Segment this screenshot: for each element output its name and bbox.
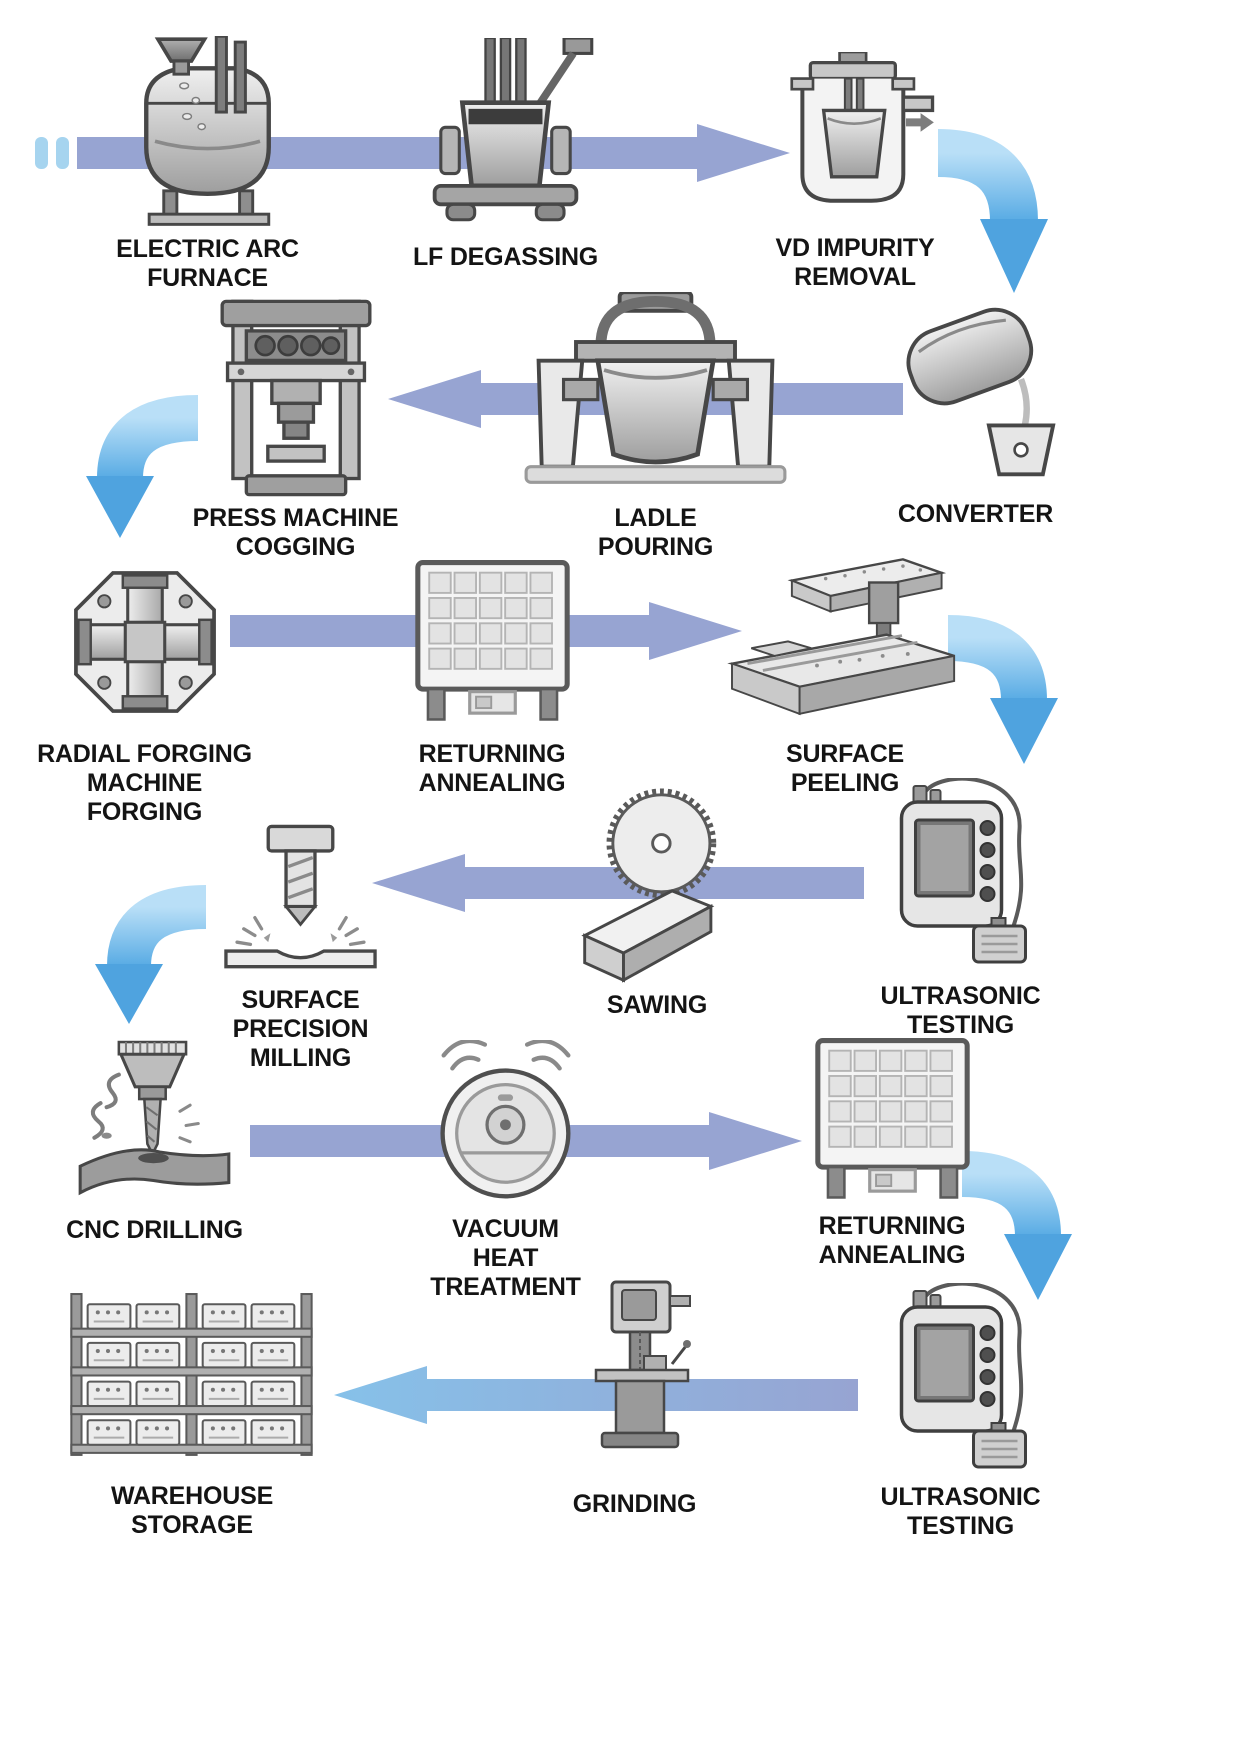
stage-grinding: GRINDING bbox=[532, 1280, 737, 1519]
stage-vd-impurity-removal: VD IMPURITY REMOVAL bbox=[755, 52, 955, 292]
stage-label: ULTRASONIC TESTING bbox=[880, 1483, 1041, 1540]
stage-lf-degassing: LF DEGASSING bbox=[398, 38, 613, 272]
flow-arrow-2-down bbox=[938, 129, 1048, 293]
stage-label: LADLE POURING bbox=[597, 504, 714, 561]
stage-electric-arc-furnace: ELECTRIC ARC FURNACE bbox=[100, 36, 315, 293]
flow-arrow-10-down bbox=[962, 1151, 1072, 1300]
ultrasonic-testing-icon bbox=[872, 1283, 1050, 1483]
stage-label: GRINDING bbox=[572, 1490, 697, 1518]
stage-surface-precision-milling: SURFACE PRECISION MILLING bbox=[178, 822, 423, 1073]
stage-warehouse-storage: WAREHOUSE STORAGE bbox=[62, 1292, 322, 1540]
cnc-drilling-icon bbox=[64, 1040, 246, 1208]
surface-peeling-icon bbox=[720, 540, 970, 738]
converter-icon bbox=[891, 302, 1061, 482]
ladle-pouring-icon bbox=[523, 292, 788, 498]
stage-label: PRESS MACHINE COGGING bbox=[192, 504, 399, 561]
grinding-icon bbox=[560, 1280, 710, 1452]
stage-radial-forging: RADIAL FORGING MACHINE FORGING bbox=[32, 568, 257, 827]
stage-label: ULTRASONIC TESTING bbox=[880, 982, 1041, 1039]
flow-arrow-8-down bbox=[95, 885, 206, 1024]
warehouse-storage-icon bbox=[67, 1292, 317, 1460]
stage-surface-peeling: SURFACE PEELING bbox=[715, 540, 975, 798]
radial-forging-icon bbox=[71, 568, 219, 716]
stage-label: RETURNING ANNEALING bbox=[418, 740, 566, 797]
stage-label: RETURNING ANNEALING bbox=[818, 1212, 966, 1269]
stage-label: SAWING bbox=[606, 991, 708, 1019]
stage-cnc-drilling: CNC DRILLING bbox=[52, 1040, 257, 1245]
returning-annealing-icon bbox=[810, 1038, 975, 1200]
flow-start-dash bbox=[56, 137, 69, 169]
stage-label: VACUUM HEAT TREATMENT bbox=[430, 1215, 581, 1301]
stage-sawing: SAWING bbox=[562, 788, 752, 1020]
stage-returning-annealing-2: RETURNING ANNEALING bbox=[792, 1038, 992, 1270]
stage-label: CONVERTER bbox=[897, 500, 1054, 528]
stage-converter: CONVERTER bbox=[878, 302, 1073, 529]
stage-ladle-pouring: LADLE POURING bbox=[518, 292, 793, 562]
electric-arc-furnace-icon bbox=[120, 36, 295, 229]
stage-label: SURFACE PRECISION MILLING bbox=[232, 986, 369, 1072]
flow-arrow-6-down bbox=[948, 615, 1058, 764]
flow-start-dash bbox=[35, 137, 48, 169]
sawing-icon bbox=[567, 788, 747, 987]
ultrasonic-testing-icon bbox=[872, 778, 1050, 978]
stage-label: RADIAL FORGING MACHINE FORGING bbox=[37, 740, 252, 826]
press-machine-cogging-icon bbox=[206, 296, 386, 500]
surface-precision-milling-icon bbox=[198, 822, 403, 980]
stage-label: WAREHOUSE STORAGE bbox=[110, 1482, 274, 1539]
stage-label: ELECTRIC ARC FURNACE bbox=[116, 235, 299, 292]
stage-press-machine-cogging: PRESS MACHINE COGGING bbox=[188, 296, 403, 562]
vd-impurity-removal-icon bbox=[773, 52, 938, 222]
stage-label: SURFACE PEELING bbox=[785, 740, 905, 797]
stage-ultrasonic-testing-2: ULTRASONIC TESTING bbox=[858, 1283, 1063, 1541]
lf-degassing-icon bbox=[413, 38, 598, 229]
stage-label: LF DEGASSING bbox=[412, 243, 599, 271]
stage-label: CNC DRILLING bbox=[66, 1216, 243, 1244]
vacuum-heat-treatment-icon bbox=[422, 1040, 590, 1203]
returning-annealing-icon bbox=[410, 560, 575, 722]
stage-label: VD IMPURITY REMOVAL bbox=[775, 234, 935, 291]
stage-ultrasonic-testing-1: ULTRASONIC TESTING bbox=[858, 778, 1063, 1040]
flow-arrow-4-down bbox=[86, 395, 198, 538]
stage-returning-annealing-1: RETURNING ANNEALING bbox=[392, 560, 592, 798]
stage-vacuum-heat-treatment: VACUUM HEAT TREATMENT bbox=[398, 1040, 613, 1302]
